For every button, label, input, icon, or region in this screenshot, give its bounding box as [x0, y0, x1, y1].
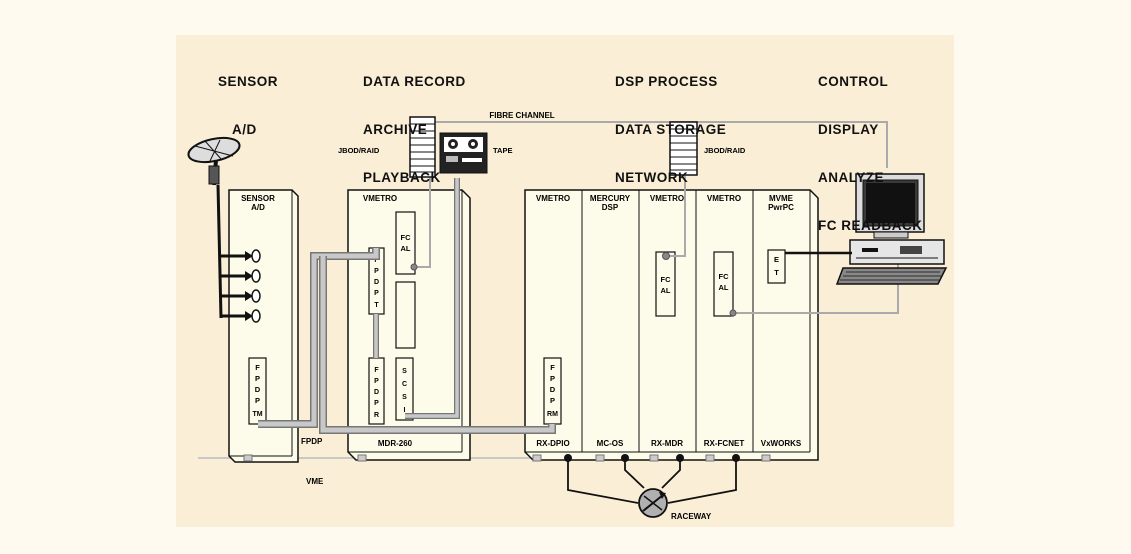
processing-rack: VMETRO RX-DPIO F P D P RM MERCURY DSP MC… — [524, 189, 819, 461]
svg-text:P: P — [550, 396, 555, 405]
svg-text:P: P — [255, 374, 260, 383]
card-title-rx-mdr: VMETRO — [650, 194, 684, 203]
header-dsp-line-2: DATA STORAGE — [615, 122, 727, 137]
svg-text:D: D — [550, 385, 556, 394]
header-data-record-line-1: DATA RECORD — [363, 74, 466, 89]
fpdp-cable — [258, 248, 556, 434]
sensor-card-title: SENSOR — [241, 194, 275, 203]
card-rx-fcnet-fc-module — [713, 251, 734, 317]
card-subtitle-mercury: DSP — [602, 203, 619, 212]
svg-text:S: S — [402, 394, 407, 401]
raceway-dots — [564, 454, 740, 462]
jbod-raid-right-icon — [669, 121, 698, 176]
svg-text:RM: RM — [547, 411, 558, 418]
header-sensor: SENSOR A/D — [218, 42, 278, 154]
svg-text:I: I — [404, 407, 406, 414]
card-rx-mdr-fc-module — [655, 251, 676, 317]
header-data-record: DATA RECORD ARCHIVE PLAYBACK — [363, 42, 466, 202]
sensor-fpdp-module — [248, 357, 267, 425]
svg-text:AL: AL — [719, 283, 729, 292]
sensor-input-ports — [220, 249, 261, 323]
header-data-record-line-3: PLAYBACK — [363, 170, 441, 185]
card-title-rx-fcnet: VMETRO — [707, 194, 741, 203]
recorder-blank-module — [395, 281, 416, 349]
svg-text:P: P — [374, 400, 379, 407]
header-dsp-line-1: DSP PROCESS — [615, 74, 718, 89]
svg-text:P: P — [374, 268, 379, 275]
card-label-rx-dpio: RX-DPIO — [536, 439, 569, 448]
svg-text:FC: FC — [401, 233, 412, 242]
header-control-line-1: CONTROL — [818, 74, 889, 89]
card-label-rx-fcnet: RX-FCNET — [704, 439, 745, 448]
jbod-raid-right-label: JBOD/RAID — [704, 146, 746, 155]
fpdp-label: FPDP — [301, 437, 323, 446]
svg-text:AL: AL — [401, 244, 411, 253]
card-label-vxworks: VxWORKS — [761, 439, 802, 448]
card-title-mercury: MERCURY — [590, 194, 631, 203]
svg-text:P: P — [550, 374, 555, 383]
raceway-switch-icon — [638, 488, 668, 518]
recorder-card-title: VMETRO — [363, 194, 397, 203]
fc-connector-dots — [410, 252, 737, 317]
vme-label: VME — [306, 477, 324, 486]
jbod-raid-left-icon — [409, 116, 436, 178]
sensor-card-subtitle: A/D — [251, 203, 265, 212]
svg-text:D: D — [255, 385, 261, 394]
header-control-line-2: DISPLAY — [818, 122, 879, 137]
svg-text:AL: AL — [661, 286, 671, 295]
card-mvme-et-module — [767, 249, 786, 284]
header-control-line-3: ANALYZE — [818, 170, 885, 185]
fibre-channel-label: FIBRE CHANNEL — [489, 111, 554, 120]
svg-text:D: D — [374, 279, 379, 286]
card-label-mc-os: MC-OS — [597, 439, 624, 448]
header-dsp-process: DSP PROCESS DATA STORAGE NETWORK — [615, 42, 726, 202]
vme-connectors — [243, 454, 771, 462]
recorder-chassis: VMETRO MDR-260 FC AL F P D P T F P D P R… — [347, 189, 471, 461]
header-sensor-line-1: SENSOR — [218, 74, 279, 89]
workstation-icon — [835, 173, 948, 285]
svg-text:E: E — [774, 255, 779, 264]
svg-text:F: F — [374, 257, 379, 264]
header-sensor-line-2: A/D — [232, 122, 257, 137]
svg-text:T: T — [374, 302, 379, 309]
jbod-raid-left-label: JBOD/RAID — [338, 146, 380, 155]
recorder-model-label: MDR-260 — [378, 439, 413, 448]
card-subtitle-mvme: PwrPC — [768, 203, 794, 212]
tape-drive-icon — [439, 132, 488, 174]
sensor-chassis: SENSOR A/D F P D P TM — [220, 189, 299, 463]
header-data-record-line-2: ARCHIVE — [363, 122, 428, 137]
svg-text:P: P — [255, 396, 260, 405]
svg-text:F: F — [550, 363, 555, 372]
svg-text:FC: FC — [661, 275, 672, 284]
svg-text:T: T — [774, 268, 779, 277]
header-control-line-4: FC READBACK — [818, 218, 923, 233]
svg-text:FC: FC — [719, 272, 730, 281]
header-control: CONTROL DISPLAY ANALYZE FC READBACK — [818, 42, 923, 250]
svg-text:D: D — [374, 389, 379, 396]
svg-text:S: S — [402, 368, 407, 375]
card-title-rx-dpio: VMETRO — [536, 194, 570, 203]
header-dsp-line-3: NETWORK — [615, 170, 689, 185]
raceway-label: RACEWAY — [671, 512, 712, 521]
svg-text:F: F — [374, 367, 379, 374]
recorder-scsi-module — [395, 357, 414, 421]
svg-text:TM: TM — [252, 411, 262, 418]
recorder-fc-module — [395, 211, 416, 275]
tape-label: TAPE — [493, 146, 512, 155]
svg-text:P: P — [374, 378, 379, 385]
svg-text:F: F — [255, 363, 260, 372]
svg-text:C: C — [402, 381, 407, 388]
card-title-mvme: MVME — [769, 194, 794, 203]
card-label-rx-mdr: RX-MDR — [651, 439, 683, 448]
svg-text:P: P — [374, 290, 379, 297]
svg-text:R: R — [374, 412, 379, 419]
scsi-cable — [405, 178, 460, 419]
